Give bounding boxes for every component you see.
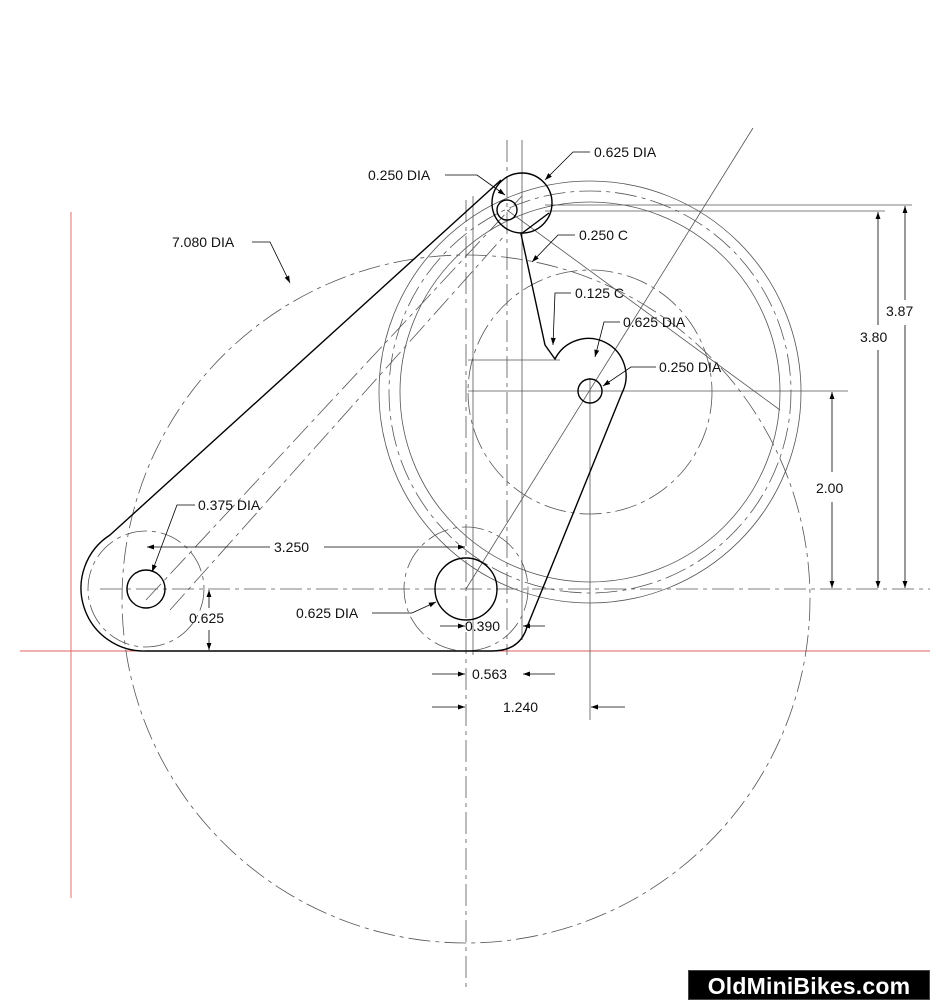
label-0625-dia-top: 0.625 DIA bbox=[594, 144, 657, 160]
label-0563: 0.563 bbox=[472, 666, 507, 682]
top-pivot-hole bbox=[496, 199, 518, 221]
label-1240: 1.240 bbox=[503, 699, 538, 715]
leader-7080 bbox=[252, 241, 291, 284]
leader-chamfer-0250 bbox=[531, 234, 575, 263]
label-0250-dia-mid: 0.250 DIA bbox=[659, 359, 722, 375]
diagonal-construction-line-1 bbox=[169, 234, 506, 611]
label-0250-dia-top: 0.250 DIA bbox=[368, 167, 431, 183]
bottom-pivot-hole bbox=[434, 557, 498, 621]
left-pivot-hole bbox=[126, 569, 166, 609]
label-0250-chamfer: 0.250 C bbox=[579, 227, 628, 243]
watermark-logo: OldMiniBikes.com bbox=[688, 970, 930, 1000]
label-380: 3.80 bbox=[860, 329, 887, 345]
leader-0375 bbox=[151, 504, 195, 573]
bottom-pivot-dash-circle bbox=[403, 526, 529, 652]
arm-part-outline bbox=[80, 179, 627, 652]
diagonal-centerline-long bbox=[465, 127, 754, 590]
label-0375-dia: 0.375 DIA bbox=[198, 497, 261, 513]
leader-0250-top bbox=[445, 174, 506, 196]
label-0125-chamfer: 0.125 C bbox=[575, 285, 624, 301]
leader-0625-bottom bbox=[372, 601, 437, 614]
label-0390: 0.390 bbox=[465, 618, 500, 634]
left-pivot-dash-circle bbox=[87, 530, 205, 648]
label-3250: 3.250 bbox=[274, 539, 309, 555]
leader-0625-top bbox=[544, 151, 590, 181]
diagonal-centerline-arm bbox=[145, 195, 523, 601]
label-7080-dia: 7.080 DIA bbox=[172, 234, 235, 250]
leader-0250-mid bbox=[602, 366, 656, 387]
label-0625: 0.625 bbox=[189, 610, 224, 626]
label-200: 2.00 bbox=[816, 480, 843, 496]
leader-0625-mid bbox=[594, 321, 620, 358]
label-387: 3.87 bbox=[886, 303, 913, 319]
mid-hub-hole bbox=[577, 378, 603, 404]
leader-chamfer-0125 bbox=[550, 292, 571, 346]
label-0625-dia-bottom: 0.625 DIA bbox=[296, 605, 359, 621]
label-0625-dia-mid: 0.625 DIA bbox=[623, 314, 686, 330]
diagonal-construction-line-2 bbox=[506, 209, 781, 411]
